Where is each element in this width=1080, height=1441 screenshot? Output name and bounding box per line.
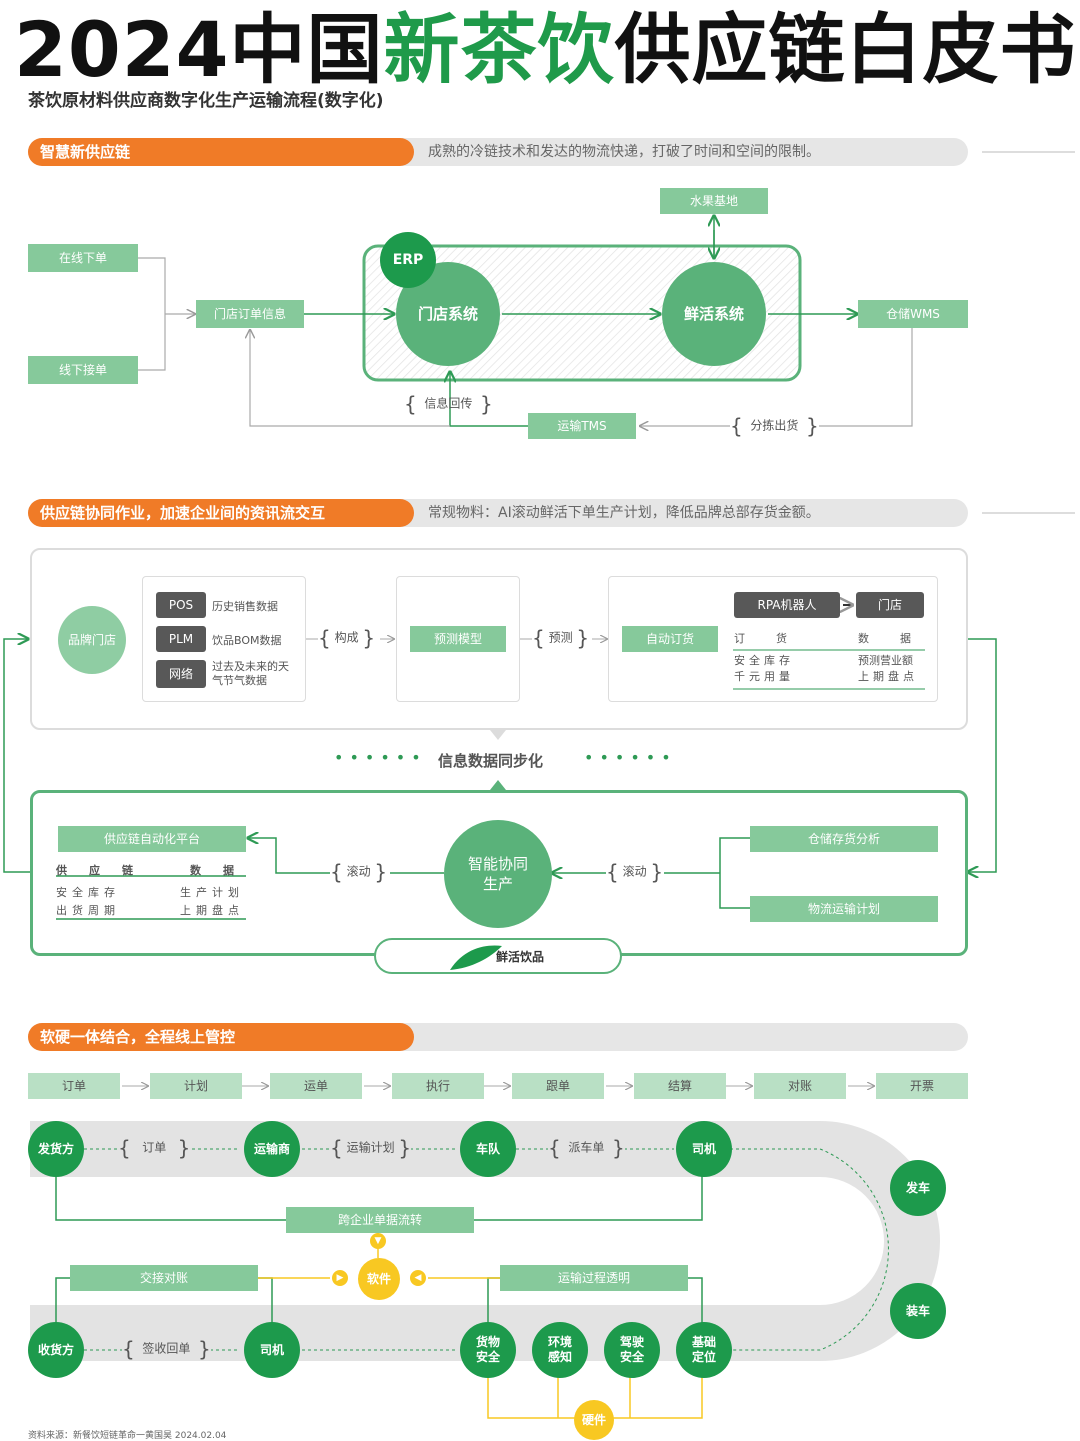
fleet-node: 车队	[460, 1121, 516, 1177]
dispatch-label: { 派车单 }	[548, 1136, 625, 1160]
auto-order-frame	[608, 576, 938, 702]
order-data-left: 订 货	[734, 632, 797, 645]
order-row-2-left: 千元用量	[734, 670, 794, 683]
order-label: { 订单 }	[118, 1136, 191, 1160]
env-sense-node: 环境感知	[532, 1322, 588, 1378]
supply-data-right: 数据	[190, 864, 256, 877]
section2-desc: 常规物料：AI滚动鲜活下单生产计划，降低品牌总部存货金额。	[428, 505, 820, 521]
rolling-left-label: { 滚动 }	[330, 860, 388, 884]
supply-row-2-right: 上期盘点	[180, 904, 244, 917]
forecast-model-box: 预测模型	[410, 626, 506, 652]
forecast-model-frame	[396, 576, 520, 702]
source-note: 资料来源：新餐饮短链革命一黄国昊 2024.02.04	[28, 1431, 227, 1441]
forecast-label: { 预测 }	[532, 626, 590, 650]
cargo-safety-node: 货物安全	[460, 1322, 516, 1378]
transparency-box: 运输过程透明	[500, 1265, 688, 1291]
erp-badge: ERP	[380, 232, 436, 288]
store-system-node: 门店系统	[396, 262, 500, 366]
sort-ship-label: { 分拣出货 }	[730, 414, 819, 438]
supply-row-1-right: 生产计划	[180, 886, 244, 899]
arrow-left-icon: ▶	[332, 1270, 348, 1286]
network-text: 过去及未来的天气节气数据	[212, 660, 289, 687]
hardware-node: 硬件	[574, 1400, 614, 1440]
receiver-node: 收货方	[28, 1322, 84, 1378]
cross-enterprise-box: 跨企业单据流转	[286, 1207, 474, 1233]
step-plan: 计划	[150, 1073, 242, 1099]
fresh-system-node: 鲜活系统	[662, 262, 766, 366]
receipt-label: { 签收回单 }	[122, 1337, 211, 1361]
offline-order-box: 线下接单	[28, 356, 138, 384]
section3-tag: 软硬一体结合，全程线上管控	[28, 1023, 414, 1051]
forecast-frame	[30, 548, 968, 730]
brand-label-pill: 鲜活饮品	[374, 938, 622, 974]
arrow-up-icon: ▼	[370, 1233, 386, 1249]
driver-bottom-node: 司机	[244, 1322, 300, 1378]
rpa-robot-box: RPA机器人	[734, 592, 840, 618]
supply-row-1-left: 安全库存	[56, 886, 120, 899]
reconcile-box: 交接对账	[70, 1265, 258, 1291]
data-sources-box	[142, 576, 306, 702]
leaf-icon	[450, 945, 502, 970]
brand-label-text: 鲜活饮品	[496, 950, 545, 964]
transport-plan-label: { 运输计划 }	[330, 1136, 412, 1160]
rolling-right-label: { 滚动 }	[606, 860, 664, 884]
online-order-box: 在线下单	[28, 244, 138, 272]
plm-tag: PLM	[156, 626, 206, 652]
brand-store-node: 品牌门店	[58, 606, 126, 674]
carrier-node: 运输商	[244, 1121, 300, 1177]
depart-node: 发车	[890, 1160, 946, 1216]
pos-tag: POS	[156, 592, 206, 618]
driver-top-node: 司机	[676, 1121, 732, 1177]
compose-label: { 构成 }	[318, 626, 376, 650]
page-title: 2024中国新茶饮供应链白皮书	[14, 5, 1077, 94]
network-tag: 网络	[156, 660, 206, 688]
smart-production-node: 智能协同生产	[444, 820, 552, 928]
warehouse-wms-box: 仓储WMS	[858, 300, 968, 328]
order-row-2-right: 上期盘点	[858, 670, 918, 683]
step-settle: 结算	[634, 1073, 726, 1099]
software-node: 软件	[358, 1258, 400, 1300]
driving-safety-node: 驾驶安全	[604, 1322, 660, 1378]
auto-order-box: 自动订货	[622, 626, 718, 652]
base-position-node: 基础定位	[676, 1322, 732, 1378]
pos-text: 历史销售数据	[212, 600, 278, 613]
order-row-1-right: 预测营业额	[858, 654, 913, 667]
sync-label: 信息数据同步化	[438, 752, 544, 770]
store-box: 门店	[856, 592, 924, 618]
transport-tms-box: 运输TMS	[528, 413, 636, 439]
step-track: 跟单	[512, 1073, 604, 1099]
plm-text: 饮品BOM数据	[212, 634, 282, 647]
loading-node: 装车	[890, 1283, 946, 1339]
shipper-node: 发货方	[28, 1121, 84, 1177]
store-order-info-box: 门店订单信息	[196, 300, 304, 328]
step-reconcile: 对账	[754, 1073, 846, 1099]
info-return-label: { 信息回传 }	[404, 392, 493, 416]
step-order: 订单	[28, 1073, 120, 1099]
supply-data-left: 供应链	[56, 864, 155, 877]
sync-dots-right: ••••••	[584, 748, 677, 767]
section1-desc: 成熟的冷链技术和发达的物流快递，打破了时间和空间的限制。	[428, 144, 820, 160]
supply-row-2-left: 出货周期	[56, 904, 120, 917]
arrow-right-icon: ◀	[410, 1270, 426, 1286]
step-execute: 执行	[392, 1073, 484, 1099]
section2-tag: 供应链协同作业，加速企业间的资讯流交互	[28, 499, 414, 527]
fruit-base-box: 水果基地	[660, 188, 768, 214]
order-row-1-left: 安全库存	[734, 654, 794, 667]
page-subtitle: 茶饮原材料供应商数字化生产运输流程(数字化)	[28, 91, 384, 111]
logistics-plan-box: 物流运输计划	[750, 896, 938, 922]
order-data-right: 数 据	[858, 632, 921, 645]
step-waybill: 运单	[270, 1073, 362, 1099]
inventory-analysis-box: 仓储存货分析	[750, 826, 938, 852]
section1-tag: 智慧新供应链	[28, 138, 414, 166]
supply-platform-box: 供应链自动化平台	[58, 826, 246, 852]
step-invoice: 开票	[876, 1073, 968, 1099]
sync-dots-left: ••••••	[334, 748, 427, 767]
